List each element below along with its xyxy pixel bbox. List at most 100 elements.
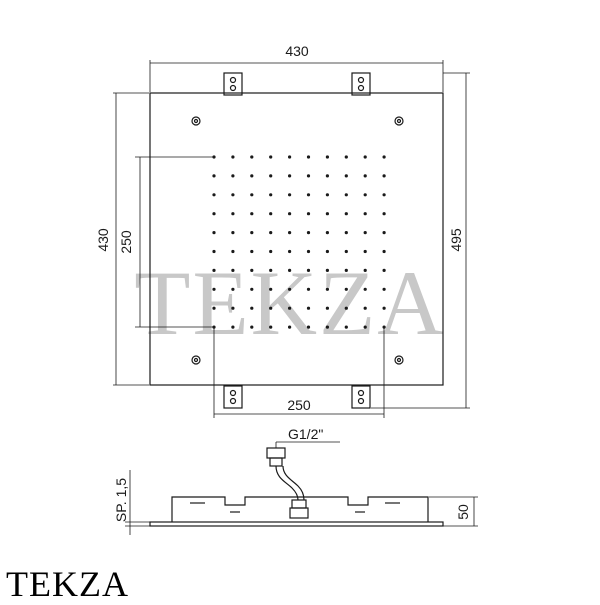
nozzle-dot [306,231,311,235]
nozzle-dot [382,325,386,329]
nozzle-dot [212,325,216,329]
nozzle-dot [344,287,348,291]
nozzle-dot [231,325,235,329]
nozzle-dot [306,155,311,159]
nozzle-dot [325,287,329,291]
nozzle-dot [269,325,273,329]
nozzle-dot [231,249,235,254]
nozzle-dot [288,287,292,291]
nozzle-dot [212,306,216,310]
nozzle-dot [212,268,216,272]
nozzle-dot [344,212,348,216]
nozzle-dot [325,155,329,159]
nozzle-dot [363,231,367,235]
nozzle-dot [231,306,235,310]
nozzle-dot [250,287,254,291]
nozzle-dot [382,268,386,272]
nozzle-dot [288,231,292,235]
nozzle-dot [269,155,273,159]
nozzle-dot [344,193,348,197]
nozzle-dot [363,155,367,159]
bracket-top-left [223,72,243,96]
nozzle-dot [382,155,386,159]
nozzle-dot [306,249,311,254]
nozzle-dot [306,287,311,291]
nozzle-dot [250,249,254,254]
brand-logo: TEKZA [6,564,129,604]
bracket-bottom-left [223,385,243,409]
nozzle-dot [231,174,235,178]
nozzle-dot [269,268,273,272]
nozzle-dot [325,212,329,216]
nozzle-dot [288,306,292,310]
nozzle-dot [212,155,216,159]
nozzle-dot [363,306,367,310]
plate-thickness-label: SP. 1,5 [113,478,129,522]
dim-bottom-width: 250 [287,397,311,413]
nozzle-dot [344,231,348,235]
nozzle-dot [344,268,348,272]
thread-label: G1/2" [288,426,323,442]
nozzle-dot [382,287,386,291]
nozzle-dot [231,155,235,159]
nozzle-dot [325,325,329,329]
nozzle-dot [306,325,311,329]
nozzle-dot [288,268,292,272]
nozzle-dot [325,174,329,178]
dim-top-width: 430 [285,43,309,59]
nozzle-dot [231,268,235,272]
nozzle-dot [344,306,348,310]
nozzle-dot [363,287,367,291]
nozzle-dot [344,249,348,254]
nozzle-dot [288,155,292,159]
bracket-top-right [351,72,371,96]
nozzle-dot [250,174,254,178]
nozzle-dot [325,306,329,310]
nozzle-dot [363,249,367,254]
nozzle-dot [363,325,367,329]
nozzle-dot [288,212,292,216]
nozzle-dot [382,231,386,235]
nozzle-dot [325,249,329,254]
nozzle-dot [363,268,367,272]
nozzle-dot [250,231,254,235]
bracket-bottom-right [351,385,371,409]
corner-screws [191,116,404,365]
nozzle-dot [306,174,311,178]
nozzle-dot [382,193,386,197]
watermark-text: TEKZA [134,252,445,354]
nozzle-dot [231,231,235,235]
nozzle-dot [325,231,329,235]
nozzle-dot [250,306,254,310]
dim-left-height: 430 [95,228,111,252]
nozzle-dot [250,155,254,159]
nozzle-dot [382,174,386,178]
nozzle-dot [344,325,348,329]
nozzle-dot [269,231,273,235]
nozzle-dot [212,212,216,216]
nozzle-dot [212,174,216,178]
nozzle-dot [288,174,292,178]
nozzle-dot [250,268,254,272]
nozzle-dot [306,268,311,272]
nozzle-dot [250,212,254,216]
nozzle-dot [363,212,367,216]
side-height-label: 50 [455,504,471,520]
nozzle-dot [269,174,273,178]
nozzle-dot [382,249,386,254]
nozzle-dot [325,268,329,272]
nozzle-dot [269,249,273,254]
nozzle-dot [269,306,273,310]
nozzle-dot [344,155,348,159]
nozzle-dot [212,231,216,235]
nozzle-dot [231,287,235,291]
nozzle-dot [382,212,386,216]
nozzle-dot [212,193,216,197]
nozzle-dot [269,287,273,291]
plate-outline [149,92,444,386]
nozzle-dot [306,212,311,216]
nozzle-dot [212,287,216,291]
nozzle-dot [231,193,235,197]
nozzle-dot [288,325,292,329]
